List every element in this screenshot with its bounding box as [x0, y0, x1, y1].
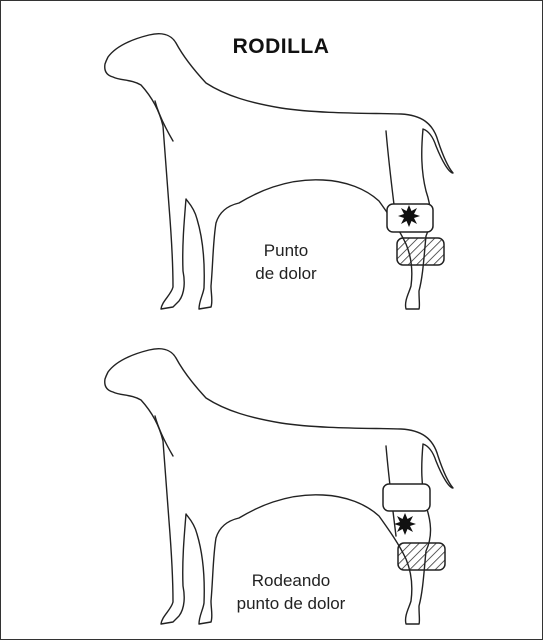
caption-bottom-line1: Rodeando [206, 569, 376, 592]
caption-top: Punto de dolor [221, 239, 351, 285]
caption-top-line2: de dolor [221, 262, 351, 285]
hatched-pad-box [397, 238, 444, 265]
pain-star-icon [394, 513, 416, 535]
caption-top-line1: Punto [221, 239, 351, 262]
caption-bottom-line2: punto de dolor [206, 592, 376, 615]
hatched-pad-box-2 [398, 543, 445, 570]
upper-pad-box-empty [383, 484, 430, 511]
pain-star-icon [398, 205, 420, 227]
caption-bottom: Rodeando punto de dolor [206, 569, 376, 615]
